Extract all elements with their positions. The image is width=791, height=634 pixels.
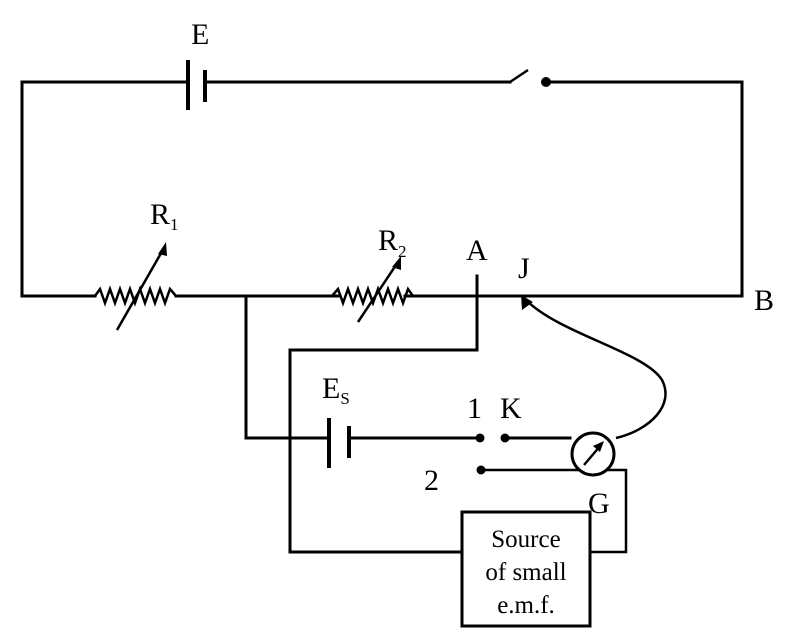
switch-arm (509, 68, 529, 84)
main-circuit (20, 80, 744, 298)
r1-arrow-head (158, 242, 167, 256)
source-box-line-1: Source (491, 526, 560, 553)
battery-label: E (191, 18, 209, 51)
source-box-line-3: e.m.f. (497, 592, 555, 619)
terminal-2-wire (483, 468, 628, 554)
point-b-label: B (754, 284, 774, 317)
main-right-wire (403, 80, 744, 298)
r1-zigzag (93, 285, 177, 307)
galvanometer-label: G (588, 487, 610, 520)
main-switch (509, 68, 551, 87)
jockey-wire (525, 299, 667, 440)
key-label: K (500, 392, 522, 425)
main-battery: E (186, 18, 209, 110)
r2-arrow-shaft (356, 261, 400, 323)
source-box-line-2: of small (485, 559, 566, 586)
standard-cell: ES (322, 372, 351, 468)
r2-label: R2 (378, 224, 407, 261)
es-left-wire (244, 294, 329, 440)
two-way-key: 1 K 2 (424, 392, 522, 497)
rheostat-r1: R1 (93, 198, 179, 331)
main-left-wire (20, 80, 188, 298)
galvanometer-needle-head (593, 441, 604, 452)
r1-arrow-shaft (115, 247, 166, 331)
rheostat-r2: R2 (331, 224, 415, 323)
terminal-1-dot (475, 433, 485, 443)
key-common-dot (500, 433, 510, 443)
jockey-arrow-head (521, 295, 533, 310)
source-box: Source of small e.m.f. (460, 510, 592, 628)
terminal-2-dot (476, 465, 486, 475)
galvanometer: G (570, 431, 616, 520)
jockey (521, 295, 667, 440)
r1-label: R1 (150, 198, 179, 234)
source-box-frame (460, 510, 592, 628)
r2-zigzag (331, 285, 415, 307)
switch-contact (541, 77, 551, 87)
r2-arrow-head (392, 256, 401, 270)
point-a-label: A (466, 234, 488, 267)
source-loop-wire (288, 274, 479, 554)
terminal-2-label: 2 (424, 464, 439, 497)
terminal-1-label: 1 (467, 392, 482, 425)
jockey-label: J (518, 252, 530, 285)
secondary-circuit (244, 274, 628, 554)
std-cell-label: ES (322, 372, 350, 408)
